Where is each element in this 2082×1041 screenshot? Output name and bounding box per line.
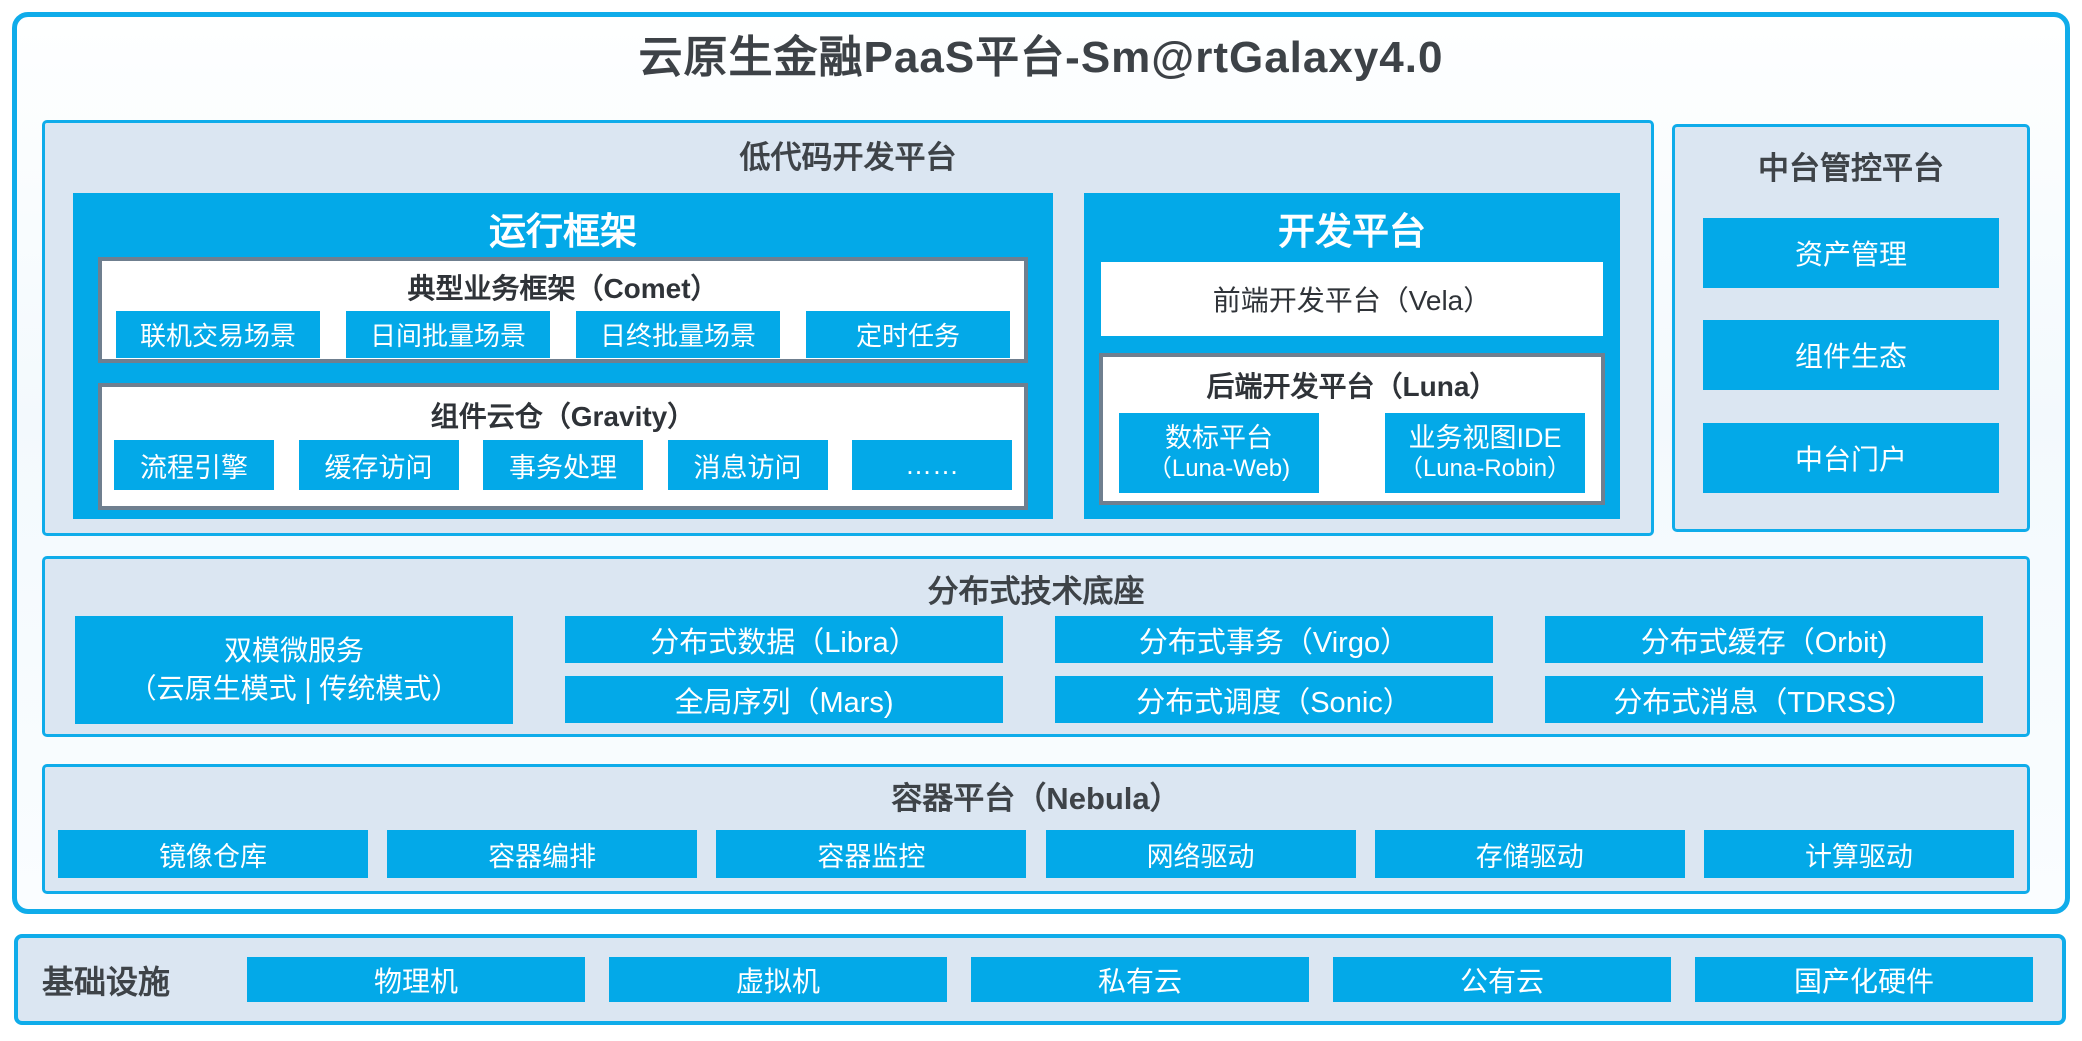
distributed-item-tdrss: 分布式消息（TDRSS） <box>1545 676 1983 723</box>
gravity-item: …… <box>852 440 1012 490</box>
distributed-item-mars: 全局序列（Mars) <box>565 676 1003 723</box>
midplatform-title: 中台管控平台 <box>1758 151 1944 186</box>
comet-item: 定时任务 <box>806 311 1010 358</box>
gravity-item: 流程引擎 <box>114 440 274 490</box>
luna-robin-line2: （Luna-Robin） <box>1398 454 1572 482</box>
luna-web-line1: 数标平台 <box>1165 423 1273 454</box>
gravity-item: 消息访问 <box>667 440 828 490</box>
infra-item-private-cloud: 私有云 <box>971 957 1309 1002</box>
dual-mode-microservice-box: 双模微服务 （云原生模式 | 传统模式） <box>75 616 513 724</box>
lowcode-platform-title: 低代码开发平台 <box>739 140 957 175</box>
dev-platform-title: 开发平台 <box>1278 211 1426 252</box>
luna-web-line2: （Luna-Web) <box>1147 454 1291 482</box>
container-platform-panel: 容器平台（Nebula） 镜像仓库 容器编排 容器监控 网络驱动 存储驱动 计算… <box>42 764 2030 894</box>
midplatform-item-ecosystem: 组件生态 <box>1703 320 1999 390</box>
gravity-warehouse-box: 组件云仓（Gravity） 流程引擎 缓存访问 事务处理 消息访问 …… <box>98 383 1028 510</box>
comet-item: 日间批量场景 <box>346 311 550 358</box>
infra-item-public-cloud: 公有云 <box>1333 957 1671 1002</box>
container-item-monitoring: 容器监控 <box>716 830 1027 878</box>
gravity-warehouse-title: 组件云仓（Gravity） <box>430 401 696 432</box>
runtime-framework-title: 运行框架 <box>489 211 637 252</box>
midplatform-item-asset: 资产管理 <box>1703 218 1999 288</box>
distributed-item-libra: 分布式数据（Libra） <box>565 616 1003 663</box>
comet-items-row: 联机交易场景 日间批量场景 日终批量场景 定时任务 <box>116 311 1010 358</box>
luna-web-item: 数标平台 （Luna-Web) <box>1119 413 1319 493</box>
lowcode-platform-panel: 低代码开发平台 运行框架 典型业务框架（Comet） 联机交易场景 日间批量场景… <box>42 120 1654 536</box>
container-item-network: 网络驱动 <box>1045 830 1356 878</box>
luna-robin-line1: 业务视图IDE <box>1408 423 1562 454</box>
container-items-row: 镜像仓库 容器编排 容器监控 网络驱动 存储驱动 计算驱动 <box>58 830 2014 878</box>
luna-backend-box: 后端开发平台（Luna） 数标平台 （Luna-Web) 业务视图IDE （Lu… <box>1099 353 1605 505</box>
container-platform-title: 容器平台（Nebula） <box>891 781 1181 816</box>
infra-item-virtual: 虚拟机 <box>609 957 947 1002</box>
distributed-item-sonic: 分布式调度（Sonic） <box>1055 676 1493 723</box>
luna-items-row: 数标平台 （Luna-Web) 业务视图IDE （Luna-Robin） <box>1119 413 1585 493</box>
distributed-item-virgo: 分布式事务（Virgo） <box>1055 616 1493 663</box>
midplatform-panel: 中台管控平台 资产管理 组件生态 中台门户 <box>1672 124 2030 532</box>
container-item-registry: 镜像仓库 <box>58 830 368 878</box>
runtime-framework-box: 运行框架 典型业务框架（Comet） 联机交易场景 日间批量场景 日终批量场景 … <box>73 193 1053 519</box>
page-title: 云原生金融PaaS平台-Sm@rtGalaxy4.0 <box>638 33 1444 82</box>
gravity-item: 缓存访问 <box>298 440 459 490</box>
luna-robin-item: 业务视图IDE （Luna-Robin） <box>1385 413 1585 493</box>
gravity-items-row: 流程引擎 缓存访问 事务处理 消息访问 …… <box>114 440 1012 490</box>
infrastructure-title: 基础设施 <box>42 963 171 1000</box>
infra-item-domestic-hw: 国产化硬件 <box>1695 957 2033 1002</box>
infra-item-physical: 物理机 <box>247 957 585 1002</box>
dual-mode-line2: （云原生模式 | 传统模式） <box>128 673 460 704</box>
luna-backend-title: 后端开发平台（Luna） <box>1206 371 1498 402</box>
comet-item: 联机交易场景 <box>116 311 320 358</box>
vela-frontend-box: 前端开发平台（Vela） <box>1101 262 1603 336</box>
comet-framework-title: 典型业务框架（Comet） <box>407 273 719 304</box>
infrastructure-items-row: 物理机 虚拟机 私有云 公有云 国产化硬件 <box>247 957 2033 1002</box>
infrastructure-panel: 基础设施 物理机 虚拟机 私有云 公有云 国产化硬件 <box>14 934 2066 1025</box>
container-item-storage: 存储驱动 <box>1374 830 1685 878</box>
distributed-base-panel: 分布式技术底座 双模微服务 （云原生模式 | 传统模式） 分布式数据（Libra… <box>42 556 2030 737</box>
midplatform-item-portal: 中台门户 <box>1703 423 1999 493</box>
gravity-item: 事务处理 <box>483 440 643 490</box>
distributed-item-orbit: 分布式缓存（Orbit) <box>1545 616 1983 663</box>
dual-mode-line1: 双模微服务 <box>223 635 364 667</box>
comet-item: 日终批量场景 <box>576 311 780 358</box>
dev-platform-box: 开发平台 前端开发平台（Vela） 后端开发平台（Luna） 数标平台 （Lun… <box>1084 193 1620 519</box>
distributed-base-title: 分布式技术底座 <box>927 574 1145 609</box>
comet-framework-box: 典型业务框架（Comet） 联机交易场景 日间批量场景 日终批量场景 定时任务 <box>98 257 1028 363</box>
container-item-orchestration: 容器编排 <box>387 830 698 878</box>
container-item-compute: 计算驱动 <box>1703 830 2014 878</box>
